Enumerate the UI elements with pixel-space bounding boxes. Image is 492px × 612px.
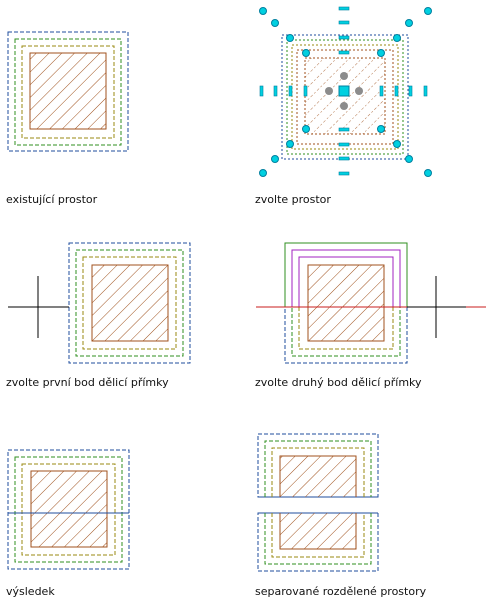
grip-corner bbox=[286, 140, 294, 148]
grip-center-gray bbox=[355, 87, 363, 95]
lower-green-boundary bbox=[264, 513, 372, 565]
outer-boundary bbox=[7, 31, 129, 152]
outer-boundary bbox=[7, 449, 130, 570]
caption-second-point: zvolte druhý bod dělicí přímky bbox=[255, 376, 422, 389]
green-boundary bbox=[14, 456, 123, 563]
caption-result: výsledek bbox=[6, 585, 55, 598]
green-boundary bbox=[286, 39, 404, 155]
grip-center-gray bbox=[340, 102, 348, 110]
grip-edge bbox=[338, 50, 350, 55]
grip-corner bbox=[302, 49, 310, 57]
grip-edge bbox=[303, 85, 308, 97]
grip-edge bbox=[288, 85, 293, 97]
panel-first-point bbox=[8, 242, 191, 364]
hatched-area bbox=[91, 264, 169, 342]
highlight-inner-2 bbox=[298, 256, 394, 307]
grip-corner bbox=[302, 125, 310, 133]
hatched-area bbox=[307, 264, 385, 342]
grip-corner bbox=[259, 169, 267, 177]
panel-existing-space bbox=[7, 31, 129, 152]
green-boundary bbox=[14, 38, 122, 146]
olive-boundary bbox=[82, 256, 177, 350]
panel-select-space bbox=[259, 6, 432, 177]
upper-green-boundary bbox=[264, 440, 372, 497]
grip-edge bbox=[338, 35, 350, 40]
grip-edge bbox=[259, 85, 264, 97]
grip-corner bbox=[259, 7, 267, 15]
grip-corner bbox=[424, 7, 432, 15]
grip-corner bbox=[405, 155, 413, 163]
lower-hatched-area bbox=[280, 513, 356, 549]
grip-edge bbox=[273, 85, 278, 97]
panel-result bbox=[7, 449, 130, 570]
olive-boundary bbox=[21, 463, 116, 556]
hatched-area bbox=[30, 470, 108, 548]
grip-corner bbox=[405, 19, 413, 27]
grip-center-gray bbox=[325, 87, 333, 95]
grip-edge bbox=[338, 156, 350, 161]
grip-edge bbox=[338, 171, 350, 176]
caption-existing-space: existující prostor bbox=[6, 193, 98, 206]
caption-select-space: zvolte prostor bbox=[255, 193, 331, 206]
lower-olive-boundary bbox=[271, 513, 365, 558]
grip-corner bbox=[424, 169, 432, 177]
green-boundary bbox=[75, 249, 184, 357]
olive-boundary bbox=[21, 45, 115, 139]
grip-edge bbox=[394, 85, 399, 97]
olive-boundary bbox=[291, 44, 399, 150]
grip-corner bbox=[377, 49, 385, 57]
grip-edge bbox=[423, 85, 428, 97]
grip-corner bbox=[393, 34, 401, 42]
grip-edge bbox=[338, 127, 350, 132]
highlight-outer bbox=[284, 242, 408, 307]
outer-boundary bbox=[68, 242, 191, 364]
grip-edge bbox=[338, 142, 350, 147]
caption-first-point: zvolte první bod dělicí přímky bbox=[6, 376, 169, 389]
highlight-inner bbox=[291, 249, 401, 307]
grip-corner bbox=[286, 34, 294, 42]
upper-hatched-area bbox=[280, 456, 356, 497]
grip-corner bbox=[377, 125, 385, 133]
grip-corner bbox=[271, 155, 279, 163]
grip-edge bbox=[379, 85, 384, 97]
grip-corner bbox=[271, 19, 279, 27]
upper-olive-boundary bbox=[271, 447, 365, 497]
grip-center-square bbox=[338, 85, 350, 97]
panel-separated bbox=[257, 433, 379, 572]
grip-center-gray bbox=[340, 72, 348, 80]
hatched-area bbox=[29, 52, 107, 130]
grip-corner bbox=[393, 140, 401, 148]
panel-second-point bbox=[256, 242, 486, 364]
grip-edge bbox=[338, 20, 350, 25]
grip-edge bbox=[408, 85, 413, 97]
caption-separated: separované rozdělené prostory bbox=[255, 585, 427, 598]
grip-edge bbox=[338, 6, 350, 11]
